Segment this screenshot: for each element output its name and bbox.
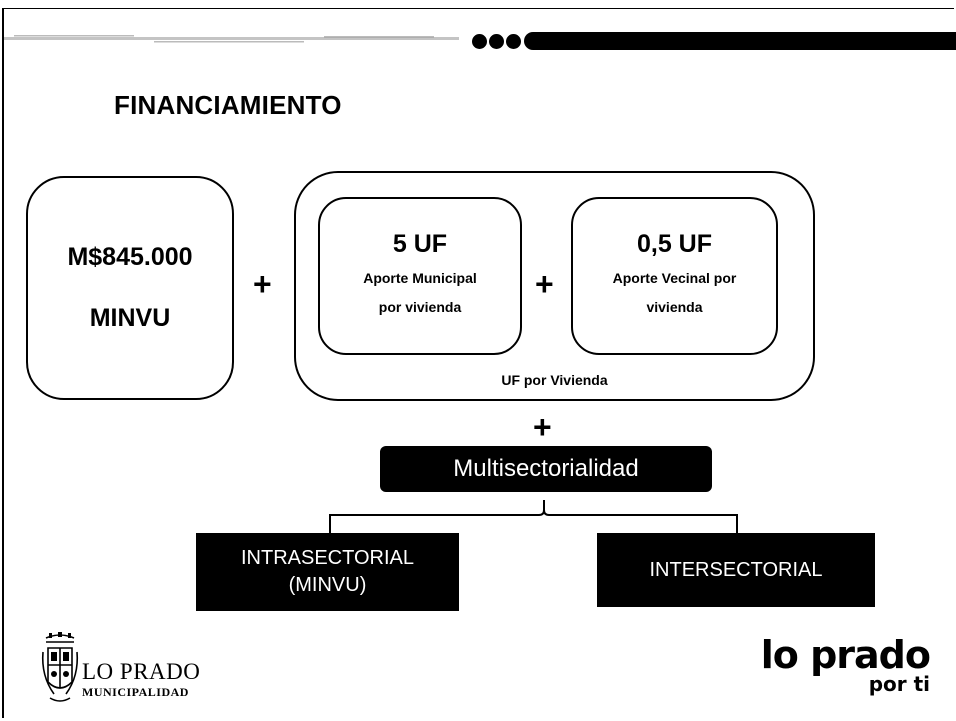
intersectorial-box: INTERSECTORIAL <box>597 533 875 607</box>
vecinal-desc-line2: vivienda <box>646 299 703 315</box>
intrasectorial-line1: INTRASECTORIAL <box>241 547 414 569</box>
intrasectorial-line2: (MINVU) <box>288 574 367 596</box>
municipality-subtitle: MUNICIPALIDAD <box>82 685 189 699</box>
page-title: FINANCIAMIENTO <box>114 90 342 120</box>
municipal-amount: 5 UF <box>392 230 448 258</box>
municipality-crest-icon <box>41 632 79 702</box>
plus-sign-1: + <box>253 266 272 302</box>
municipal-desc-line1: Aporte Municipal <box>363 270 477 286</box>
minvu-amount: M$845.000 <box>67 243 193 271</box>
vecinal-amount: 0,5 UF <box>636 230 713 258</box>
vecinal-description: Aporte Vecinal por vivienda <box>613 264 737 322</box>
municipal-description: Aporte Municipal por vivienda <box>363 264 477 322</box>
header-bar <box>524 32 956 50</box>
municipal-contribution-box: 5 UF Aporte Municipal por vivienda <box>318 197 522 355</box>
minvu-source: MINVU <box>89 304 171 332</box>
vecinal-contribution-box: 0,5 UF Aporte Vecinal por vivienda <box>571 197 778 355</box>
multisectorial-label: Multisectorialidad <box>380 446 712 492</box>
vecinal-desc-line1: Aporte Vecinal por <box>612 270 737 286</box>
plus-sign-2: + <box>535 266 554 302</box>
uf-group-label: UF por Vivienda <box>501 372 608 388</box>
header-dot-3 <box>506 34 521 49</box>
intrasectorial-box: INTRASECTORIAL (MINVU) <box>196 533 459 611</box>
minvu-box: M$845.000 MINVU <box>26 176 234 400</box>
header-dot-2 <box>489 34 504 49</box>
slide-frame <box>2 8 954 718</box>
plus-sign-3: + <box>533 409 552 445</box>
municipality-name: LO PRADO <box>82 659 201 684</box>
lo-prado-brand-logo: lo prado por ti <box>760 633 931 696</box>
brand-line-2: por ti <box>868 672 930 696</box>
brand-line-1: lo prado <box>760 633 931 677</box>
municipal-desc-line2: por vivienda <box>378 299 462 315</box>
scanned-header-noise <box>4 35 459 43</box>
municipality-wordmark: LO PRADO MUNICIPALIDAD <box>82 660 200 700</box>
header-dot-1 <box>472 34 487 49</box>
